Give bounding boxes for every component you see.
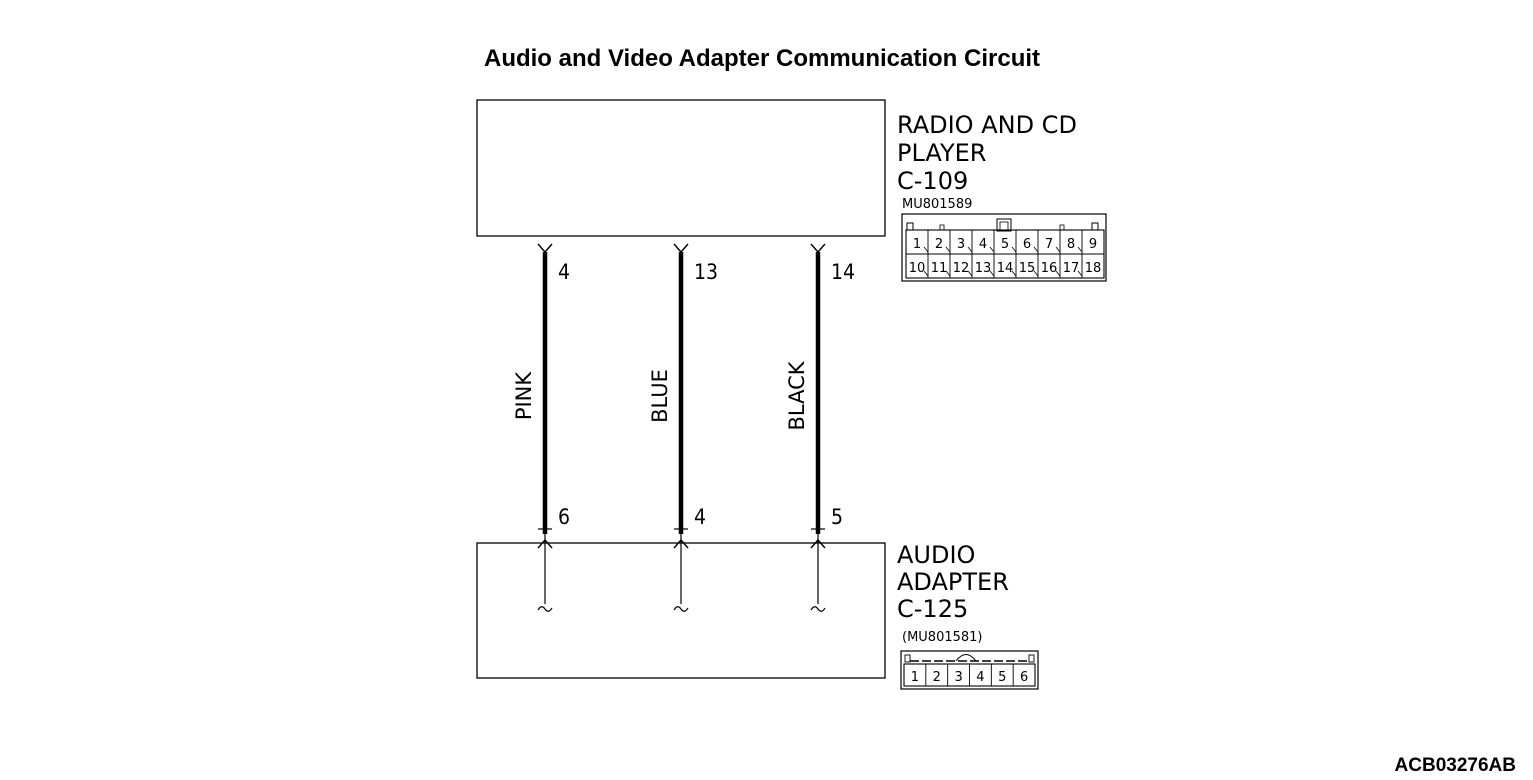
wire-black-end-mark [810,606,826,612]
adapter-pin-5: 5 [998,670,1006,685]
adapter-pin-2: 2 [933,670,941,685]
radio-pin-5: 5 [1001,237,1009,252]
radio-pin-18: 18 [1085,261,1102,276]
radio-pin-8: 8 [1067,237,1075,252]
radio-pin-4: 4 [979,237,987,252]
wire-black-color-label: BLACK [785,360,809,430]
adapter-pin-6: 6 [1020,670,1028,685]
radio-pin-16: 16 [1041,261,1058,276]
diagram-title: Audio and Video Adapter Communication Ci… [484,45,1040,72]
adapter-connector-id: C-125 [897,595,968,623]
radio-pin-10: 10 [909,261,926,276]
wire-pink-color-label: PINK [512,371,536,421]
radio-pin-7: 7 [1045,237,1053,252]
radio-pin-1: 1 [913,237,921,252]
radio-connector-id: C-109 [897,167,968,195]
wire-blue: 13 4 BLUE [648,243,718,612]
radio-name-line2: PLAYER [897,139,986,167]
radio-pin-9: 9 [1089,237,1097,252]
adapter-name-line1: AUDIO [897,541,975,569]
wire-pink-top-terminal [537,243,553,254]
adapter-pin-4: 4 [976,670,984,685]
wire-blue-from-pin: 13 [694,260,718,284]
adapter-pin-3: 3 [954,670,962,685]
radio-pin-14: 14 [997,261,1014,276]
radio-component-box [476,99,886,237]
radio-pin-13: 13 [975,261,992,276]
radio-pin-6: 6 [1023,237,1031,252]
wire-black: 14 5 BLACK [785,243,855,612]
wire-blue-top-terminal [673,243,689,254]
wire-pink-end-mark [537,606,553,612]
wire-pink-from-pin: 4 [558,260,570,284]
reference-code: ACB03276AB [1395,755,1516,776]
radio-pin-15: 15 [1019,261,1036,276]
wire-pink-to-pin: 6 [558,505,570,529]
wire-blue-to-pin: 4 [694,505,706,529]
adapter-pin-1: 1 [911,670,919,685]
adapter-part-number: (MU801581) [902,630,983,645]
wire-black-to-pin: 5 [831,505,843,529]
adapter-name-line2: ADAPTER [897,568,1009,596]
radio-name-line1: RADIO AND CD [897,111,1077,139]
wire-blue-color-label: BLUE [648,369,672,423]
radio-pin-12: 12 [953,261,970,276]
wire-pink: 4 6 PINK [512,243,570,612]
radio-pin-17: 17 [1063,261,1080,276]
radio-pin-2: 2 [935,237,943,252]
wire-black-top-terminal [810,243,826,254]
radio-pin-3: 3 [957,237,965,252]
radio-pin-11: 11 [931,261,948,276]
radio-part-number: MU801589 [902,197,972,212]
wire-blue-end-mark [673,606,689,612]
wire-black-from-pin: 14 [831,260,855,284]
